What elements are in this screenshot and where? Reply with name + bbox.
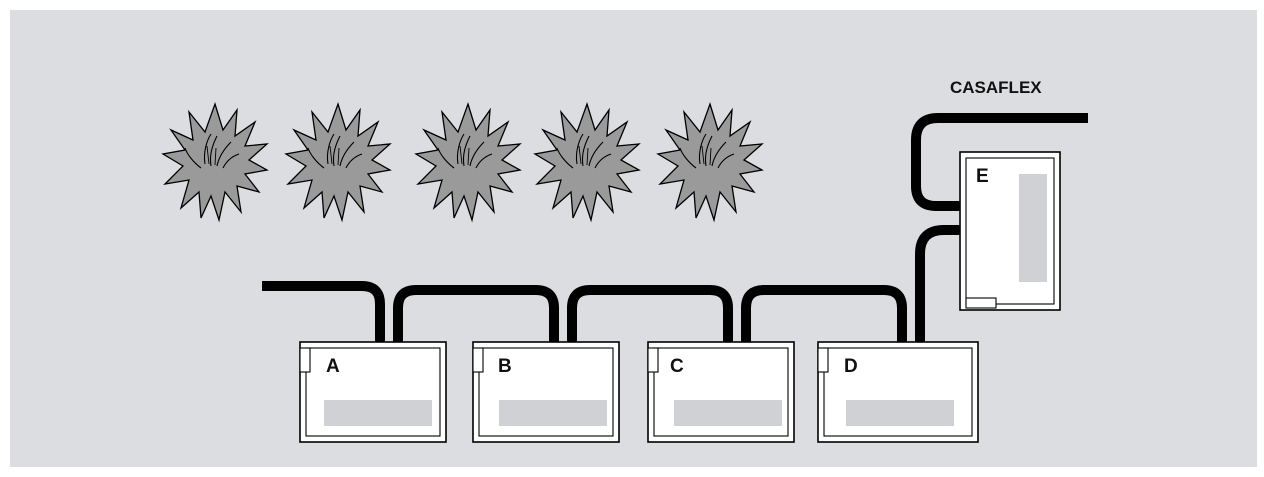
unit-a: A (299, 341, 447, 443)
shrub-icon (162, 103, 268, 221)
pipe-d-e (915, 225, 960, 342)
unit-panel (846, 400, 954, 426)
unit-c: C (647, 341, 795, 443)
unit-label: B (498, 356, 512, 377)
unit-panel (674, 400, 782, 426)
shrub-icon (285, 103, 391, 221)
unit-panel (1019, 174, 1047, 282)
pipe-a-b (393, 285, 559, 342)
unit-b: B (472, 341, 620, 443)
pipe-e-casaflex (911, 113, 1088, 211)
shrub-icon (415, 103, 521, 221)
shrub-icon (534, 103, 640, 221)
casaflex-label: CASAFLEX (950, 78, 1042, 97)
shrub-icon (657, 103, 763, 221)
unit-label: A (326, 356, 340, 377)
unit-e: E (959, 151, 1061, 311)
pipe-lines (262, 113, 1088, 342)
unit-label: C (670, 356, 684, 377)
pipe-b-c (567, 285, 733, 342)
unit-panel (324, 400, 432, 426)
unit-label: E (976, 166, 989, 187)
pipe-c-d (741, 285, 907, 342)
unit-label: D (844, 356, 858, 377)
unit-d: D (817, 341, 979, 443)
unit-panel (499, 400, 607, 426)
pipe-inlet (262, 281, 385, 342)
